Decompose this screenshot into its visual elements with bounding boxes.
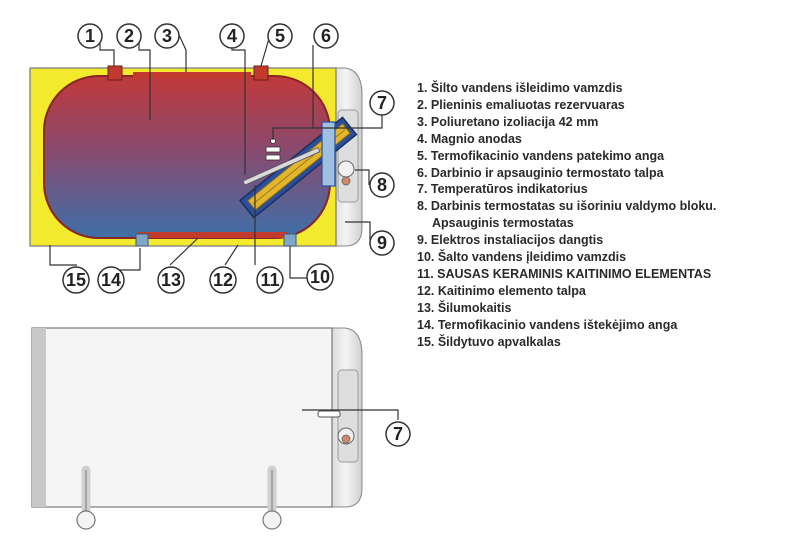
- callout-14-label: 14: [101, 270, 121, 290]
- legend-item: 8. Darbinis termostatas su išoriniu vald…: [417, 198, 787, 232]
- callout-10: 10: [306, 263, 334, 291]
- callout-9: 9: [369, 230, 395, 256]
- callout-3-label: 3: [162, 26, 172, 46]
- callout-11-label: 11: [260, 270, 279, 290]
- legend-item-text: 4. Magnio anodas: [417, 131, 522, 146]
- legend-item: 9. Elektros instaliacijos dangtis: [417, 232, 787, 249]
- legend-item-text: 12. Kaitinimo elemento talpa: [417, 283, 586, 298]
- callout-12-label: 12: [213, 270, 233, 290]
- legend-item: 15. Šildytuvo apvalkalas: [417, 334, 787, 351]
- temperature-indicator: [317, 410, 341, 418]
- legend-item-text: 2. Plieninis emaliuotas rezervuaras: [417, 97, 625, 112]
- legend-item-text: 3. Poliuretano izoliacija 42 mm: [417, 114, 599, 129]
- callout-circles: 1 2 3 4 5 6 7 8 9 10 11 12 13 14 15 7: [62, 23, 411, 447]
- callout-11: 11: [256, 266, 284, 294]
- thermometer-icon: [265, 138, 281, 161]
- callout-10-label: 10: [310, 267, 330, 287]
- callout-5-label: 5: [275, 26, 285, 46]
- legend-item: 6. Darbinio ir apsauginio termostato tal…: [417, 165, 787, 182]
- callout-8: 8: [369, 172, 395, 198]
- legend-item-text: 7. Temperatūros indikatorius: [417, 182, 588, 197]
- callout-9-label: 9: [377, 233, 387, 253]
- parts-legend: 1. Šilto vandens išleidimo vamzdis 2. Pl…: [417, 80, 787, 351]
- legend-item-text: 13. Šilumokaitis: [417, 300, 512, 315]
- callout-15-label: 15: [66, 270, 86, 290]
- callout-1: 1: [77, 23, 103, 49]
- legend-item-text: 15. Šildytuvo apvalkalas: [417, 334, 561, 349]
- legend-item: 10. Šalto vandens įleidimo vamzdis: [417, 249, 787, 266]
- magnesium-anode: [242, 147, 321, 186]
- legend-item-text: 10. Šalto vandens įleidimo vamzdis: [417, 250, 627, 265]
- exterior-view: [31, 327, 363, 530]
- legend-item-text: 5. Termofikacinio vandens patekimo anga: [417, 148, 665, 163]
- hot-water-outlet-pipe: [107, 65, 123, 81]
- legend-item-text: 1. Šilto vandens išleidimo vamzdis: [417, 81, 623, 95]
- callout-13-label: 13: [161, 270, 181, 290]
- callout-7-label: 7: [377, 93, 387, 113]
- thermostat-knob: [337, 160, 355, 178]
- callout-8-label: 8: [377, 175, 387, 195]
- callout-13: 13: [157, 266, 185, 294]
- top-red-strip: [133, 72, 251, 78]
- sectional-view: [29, 65, 363, 247]
- callout-4: 4: [219, 23, 245, 49]
- callout-1-label: 1: [85, 26, 95, 46]
- callout-14: 14: [97, 266, 125, 294]
- heating-water-outlet: [135, 233, 149, 247]
- legend-item: 7. Temperatūros indikatorius: [417, 181, 787, 198]
- exterior-left-band: [32, 328, 46, 507]
- legend-item: 11. SAUSAS KERAMINIS KAITINIMO ELEMENTAS: [417, 266, 787, 283]
- cold-water-inlet-pipe: [283, 233, 297, 247]
- thermostat-pocket: [321, 121, 336, 187]
- exterior-end-panel: [337, 369, 359, 463]
- legend-item: 14. Termofikacinio vandens ištekėjimo an…: [417, 317, 787, 334]
- callout-7: 7: [369, 90, 395, 116]
- legend-item-text: 14. Termofikacinio vandens ištekėjimo an…: [417, 317, 678, 332]
- callout-4-label: 4: [227, 26, 237, 46]
- legend-item-text: 11. SAUSAS KERAMINIS KAITINIMO ELEMENTAS: [417, 266, 712, 281]
- legend-item-continuation: Apsauginis termostatas: [432, 216, 574, 231]
- callout-6: 6: [313, 23, 339, 49]
- legend-item-text: 9. Elektros instaliacijos dangtis: [417, 233, 604, 248]
- exterior-shell: [31, 327, 333, 508]
- heating-water-inlet: [253, 65, 269, 81]
- heat-exchanger-strip: [138, 232, 288, 238]
- callout-5: 5: [267, 23, 293, 49]
- legend-item: 3. Poliuretano izoliacija 42 mm: [417, 114, 787, 131]
- callout-2: 2: [116, 23, 142, 49]
- legend-item-text: 6. Darbinio ir apsauginio termostato tal…: [417, 165, 664, 180]
- legend-item: 4. Magnio anodas: [417, 131, 787, 148]
- callout-6-label: 6: [321, 26, 331, 46]
- callout-7-exterior-label: 7: [393, 424, 403, 444]
- callout-2-label: 2: [124, 26, 134, 46]
- enamelled-steel-tank: [43, 75, 331, 239]
- legend-item: 1. Šilto vandens išleidimo vamzdis: [417, 80, 787, 97]
- legend-item: 13. Šilumokaitis: [417, 300, 787, 317]
- callout-3: 3: [154, 23, 180, 49]
- legend-item-text: 8. Darbinis termostatas su išoriniu vald…: [417, 199, 717, 214]
- callout-7-exterior: 7: [385, 421, 411, 447]
- callout-12: 12: [209, 266, 237, 294]
- callout-15: 15: [62, 266, 90, 294]
- legend-item: 5. Termofikacinio vandens patekimo anga: [417, 148, 787, 165]
- legend-item: 12. Kaitinimo elemento talpa: [417, 283, 787, 300]
- legend-item: 2. Plieninis emaliuotas rezervuaras: [417, 97, 787, 114]
